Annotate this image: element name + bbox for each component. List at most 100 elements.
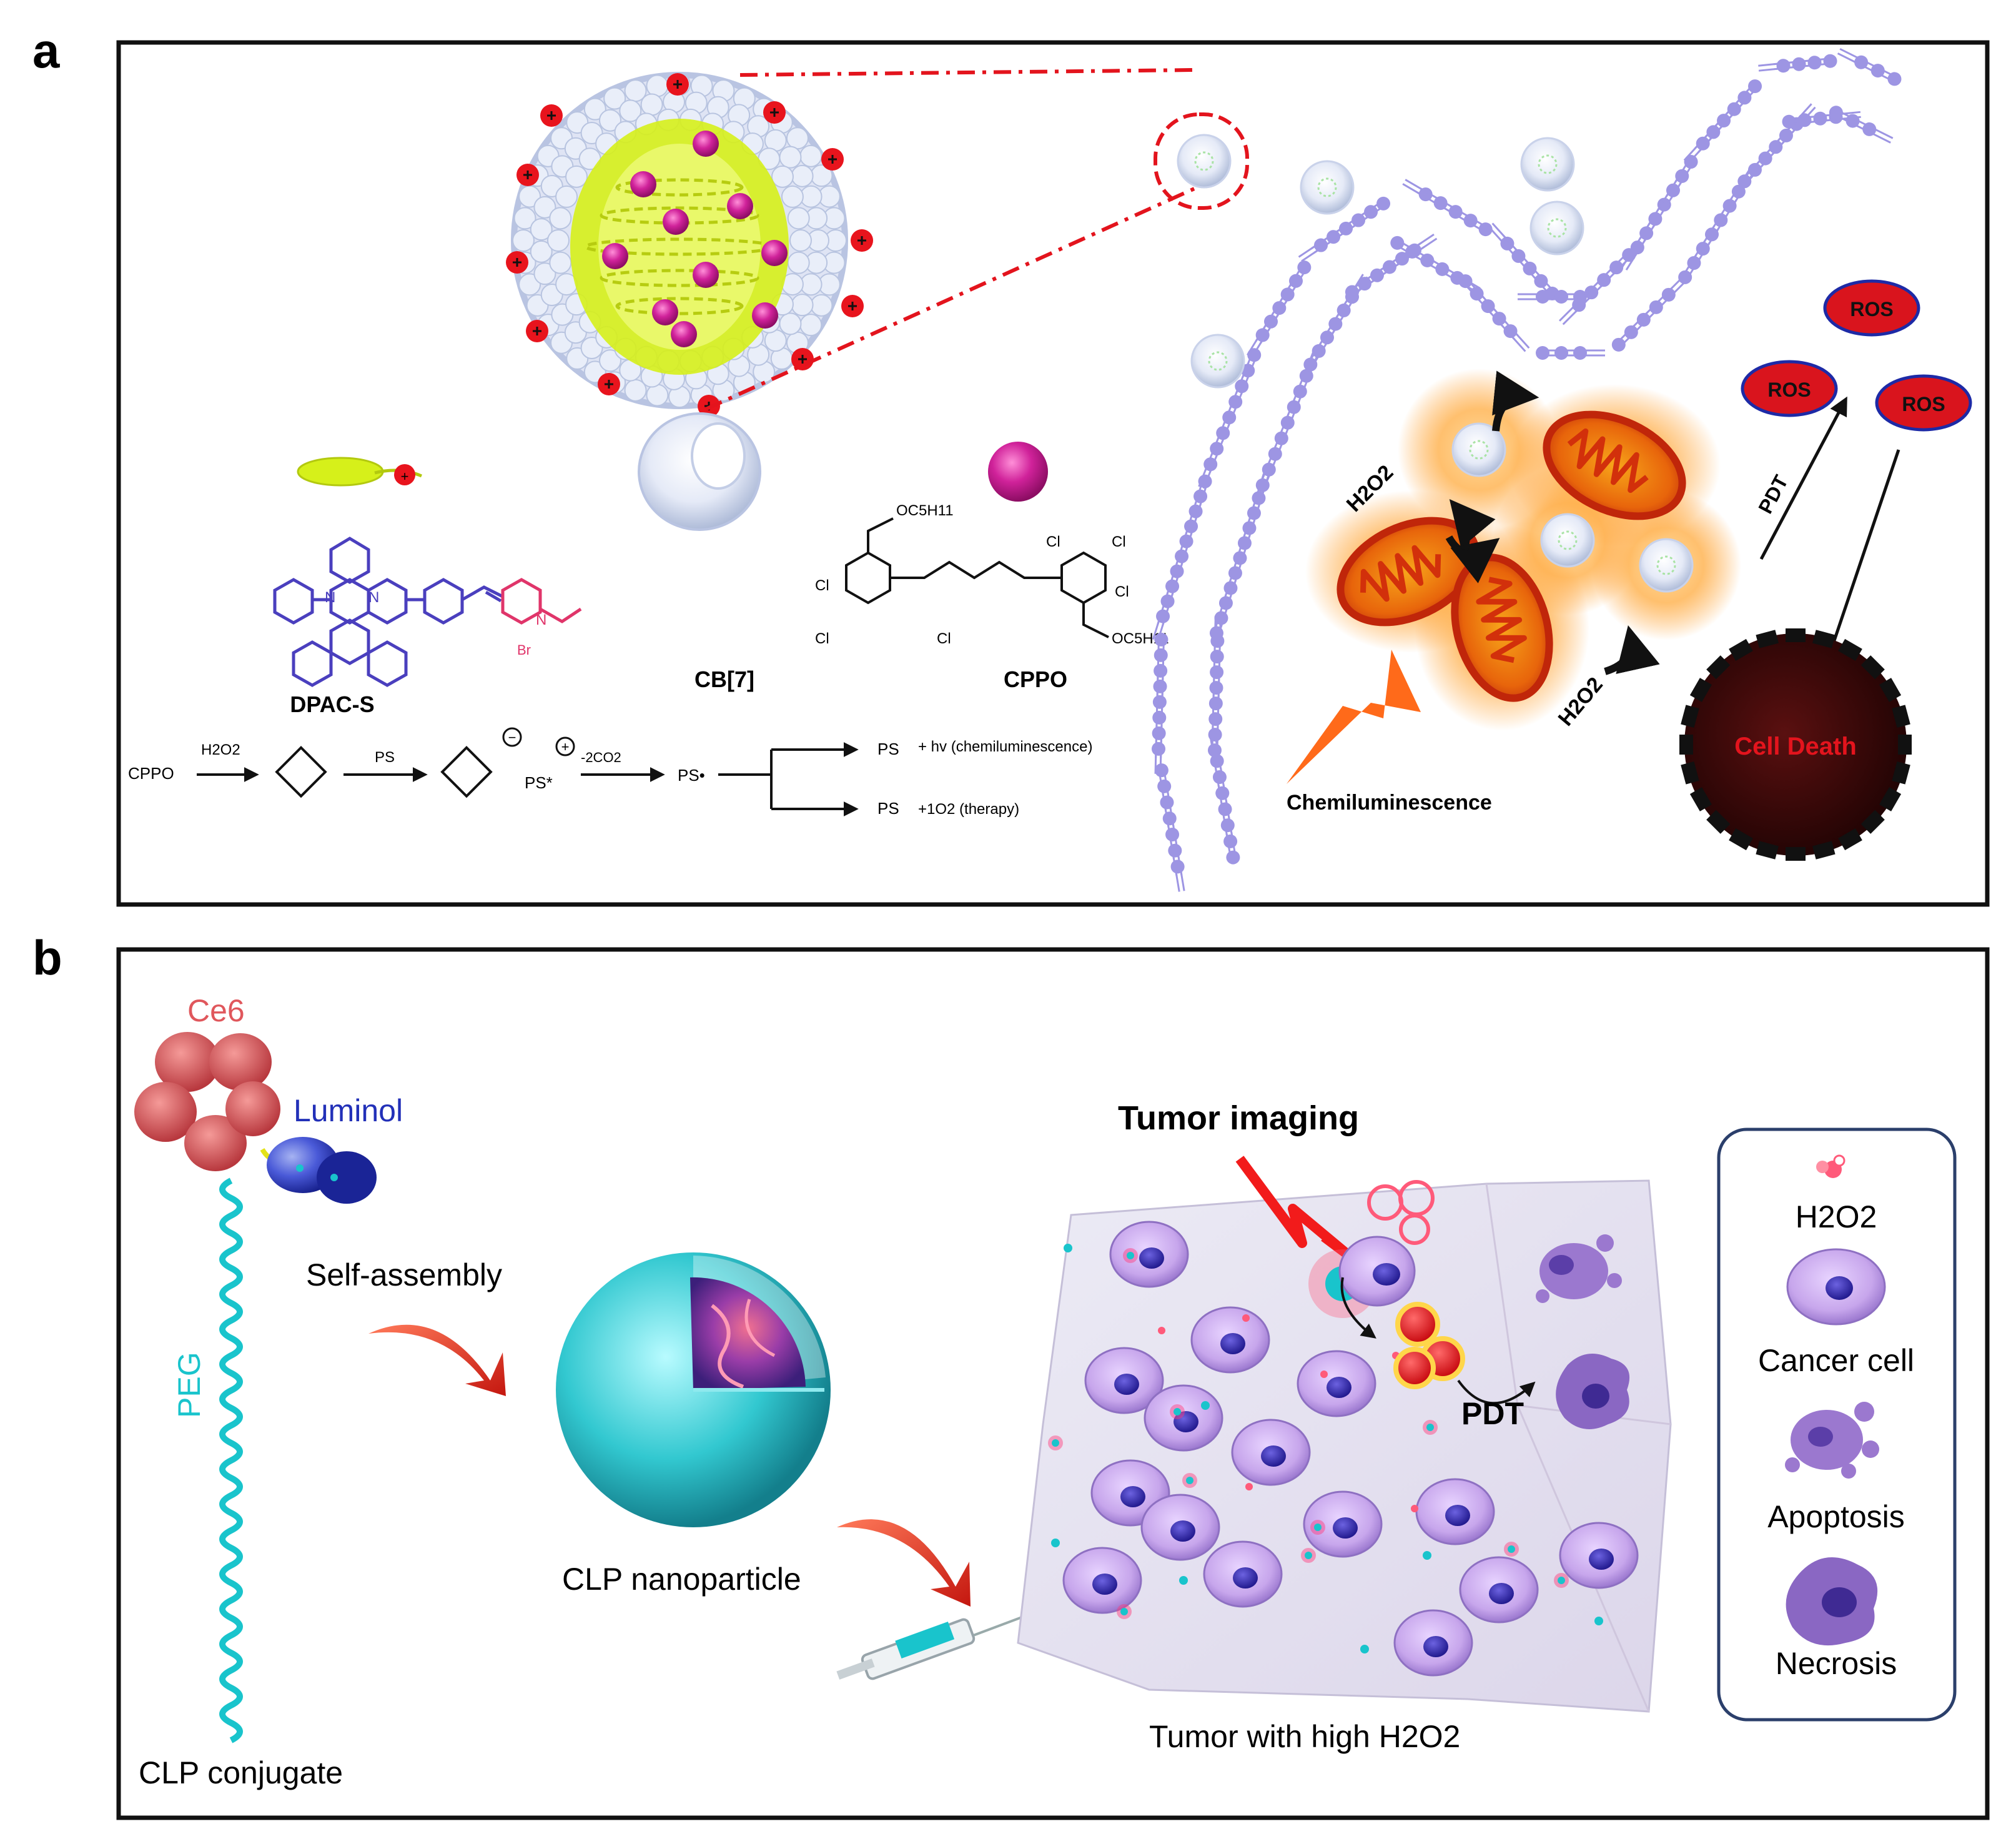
- clp-conjugate-label: CLP conjugate: [139, 1755, 343, 1790]
- lightning-icon: [1287, 650, 1421, 784]
- luminescence-spot: [1117, 1604, 1132, 1619]
- h2o2-dot: [1411, 1505, 1418, 1512]
- cppo-particle: [693, 131, 719, 157]
- clp-nanoparticle-icon: [556, 1252, 831, 1527]
- legend-label: Necrosis: [1776, 1646, 1897, 1681]
- rxn-out1-prefix: PS: [877, 740, 899, 758]
- cppo-structure: [845, 517, 1109, 638]
- apoptosis-cell-icon: [1536, 1234, 1622, 1303]
- luminol-molecule-icon: [260, 1137, 377, 1204]
- cancer-cell: [1203, 1540, 1283, 1608]
- cancer-cell: [1144, 1384, 1223, 1452]
- rxn-out2-prefix: PS: [877, 799, 899, 818]
- dead-cell-icon: Cell Death: [1679, 628, 1912, 861]
- cb7-label: CB[7]: [694, 667, 754, 692]
- cation-charge-icon: [841, 295, 864, 317]
- cppo-cl-label: Cl: [1112, 533, 1126, 550]
- cation-charge-icon: [526, 320, 548, 342]
- cancer-cell: [1297, 1350, 1376, 1417]
- cppo-particle: [693, 262, 719, 288]
- vesicle: [1190, 334, 1245, 389]
- nanoparticle-dot: [1594, 1617, 1603, 1625]
- cb7-icon: [638, 412, 761, 531]
- legend-label: Apoptosis: [1767, 1499, 1905, 1534]
- peg-label: PEG: [172, 1352, 207, 1418]
- legend-label: H2O2: [1796, 1199, 1877, 1234]
- cppo-cl-label: Cl: [1115, 583, 1129, 600]
- dpac-s-structure: [273, 537, 504, 687]
- rxn-minus-co2: -2CO2: [581, 750, 621, 765]
- legend-label: Cancer cell: [1758, 1343, 1914, 1378]
- imaging-burst: [1235, 1156, 1536, 1405]
- tumor-imaging-label: Tumor imaging: [1118, 1099, 1359, 1137]
- cancer-cell: [1231, 1419, 1311, 1486]
- cppo-particle: [663, 209, 689, 235]
- cancer-cell: [1415, 1478, 1495, 1545]
- chemiluminescence-label: Chemiluminescence: [1287, 791, 1492, 815]
- nanoparticle-dot: [1360, 1645, 1369, 1653]
- panel-b-letter: b: [32, 930, 62, 985]
- cation-charge-icon: [506, 251, 528, 274]
- cancer-cell: [1109, 1221, 1189, 1288]
- pdt-arrow: [1759, 396, 1847, 560]
- cancer-cell: [1140, 1494, 1220, 1561]
- cancer-cell: [1190, 1306, 1270, 1374]
- luminescence-spot: [1123, 1248, 1138, 1263]
- self-assembly-label: Self-assembly: [306, 1257, 502, 1292]
- cation-charge-icon: [598, 373, 620, 395]
- rxn-out2-rest: +1O2 (therapy): [918, 801, 1019, 818]
- reaction-scheme: CPPO H2O2 PS − + PS* -2CO2 PS• PS + hv (…: [128, 727, 1092, 818]
- svg-text:+: +: [401, 468, 409, 484]
- necrosis-cell-icon: [1556, 1354, 1630, 1429]
- ce6-molecule-icon: [134, 1032, 280, 1171]
- curved-arrow-icon: [368, 1324, 506, 1396]
- cancer-cell: [1393, 1609, 1473, 1677]
- svg-text:+: +: [561, 739, 570, 755]
- svg-text:−: −: [508, 730, 516, 745]
- dpac-n2: N: [368, 589, 379, 606]
- rxn-ps-excited: PS*: [525, 773, 553, 792]
- panel-a-letter: a: [32, 23, 60, 78]
- vesicle: [1300, 160, 1355, 215]
- rxn-oxidant: H2O2: [201, 741, 240, 758]
- cppo-pentyl-top: OC5H11: [896, 502, 954, 519]
- h2o2-dot: [1320, 1371, 1328, 1378]
- pyridinium-structure: [501, 578, 582, 625]
- cation-charge-icon: [821, 148, 844, 171]
- ros-label: ROS: [1902, 393, 1945, 415]
- dpac-s-label: DPAC-S: [290, 692, 374, 717]
- cppo-particle: [652, 299, 678, 325]
- pdt-label-b: PDT: [1461, 1396, 1524, 1431]
- nanoparticle-dot: [1179, 1576, 1188, 1585]
- cancer-cell-icon: [1786, 1248, 1886, 1326]
- cation-charge-icon: [763, 101, 786, 124]
- cppo-label: CPPO: [1004, 667, 1067, 692]
- h2o2-dot: [1158, 1327, 1165, 1334]
- ros-bubbles: ROS ROS ROS: [1741, 279, 1972, 432]
- luminescence-spot: [1182, 1473, 1197, 1488]
- ros-label: ROS: [1767, 379, 1811, 401]
- luminescence-spot: [1170, 1404, 1185, 1419]
- cancer-cell: [1559, 1522, 1639, 1589]
- legend: H2O2 Cancer cell Apoptosis Necrosis: [1717, 1128, 1957, 1722]
- cppo-cl-label: Cl: [815, 630, 829, 647]
- h2o2-dot: [1245, 1483, 1253, 1490]
- cation-charge-icon: [666, 73, 689, 96]
- tumor-caption: Tumor with high H2O2: [1149, 1719, 1460, 1754]
- dpac-s-icon: +: [297, 457, 422, 487]
- micelle-nanoparticle: [506, 72, 873, 417]
- necrosis-icon: [1786, 1557, 1878, 1646]
- panel-a: a +: [32, 23, 1990, 907]
- h2o2-dot: [1242, 1314, 1250, 1322]
- luminescence-spot: [1423, 1420, 1438, 1435]
- ce6-label: Ce6: [187, 993, 245, 1028]
- luminescence-spot: [1048, 1435, 1063, 1450]
- ros-label: ROS: [1850, 298, 1893, 320]
- cppo-icon: [988, 442, 1048, 502]
- luminescence-spot: [1504, 1542, 1519, 1557]
- nanoparticle-dot: [1051, 1539, 1060, 1547]
- nanoparticle-dot: [1064, 1244, 1072, 1252]
- cppo-particle: [602, 243, 628, 269]
- cppo-particle: [761, 240, 788, 266]
